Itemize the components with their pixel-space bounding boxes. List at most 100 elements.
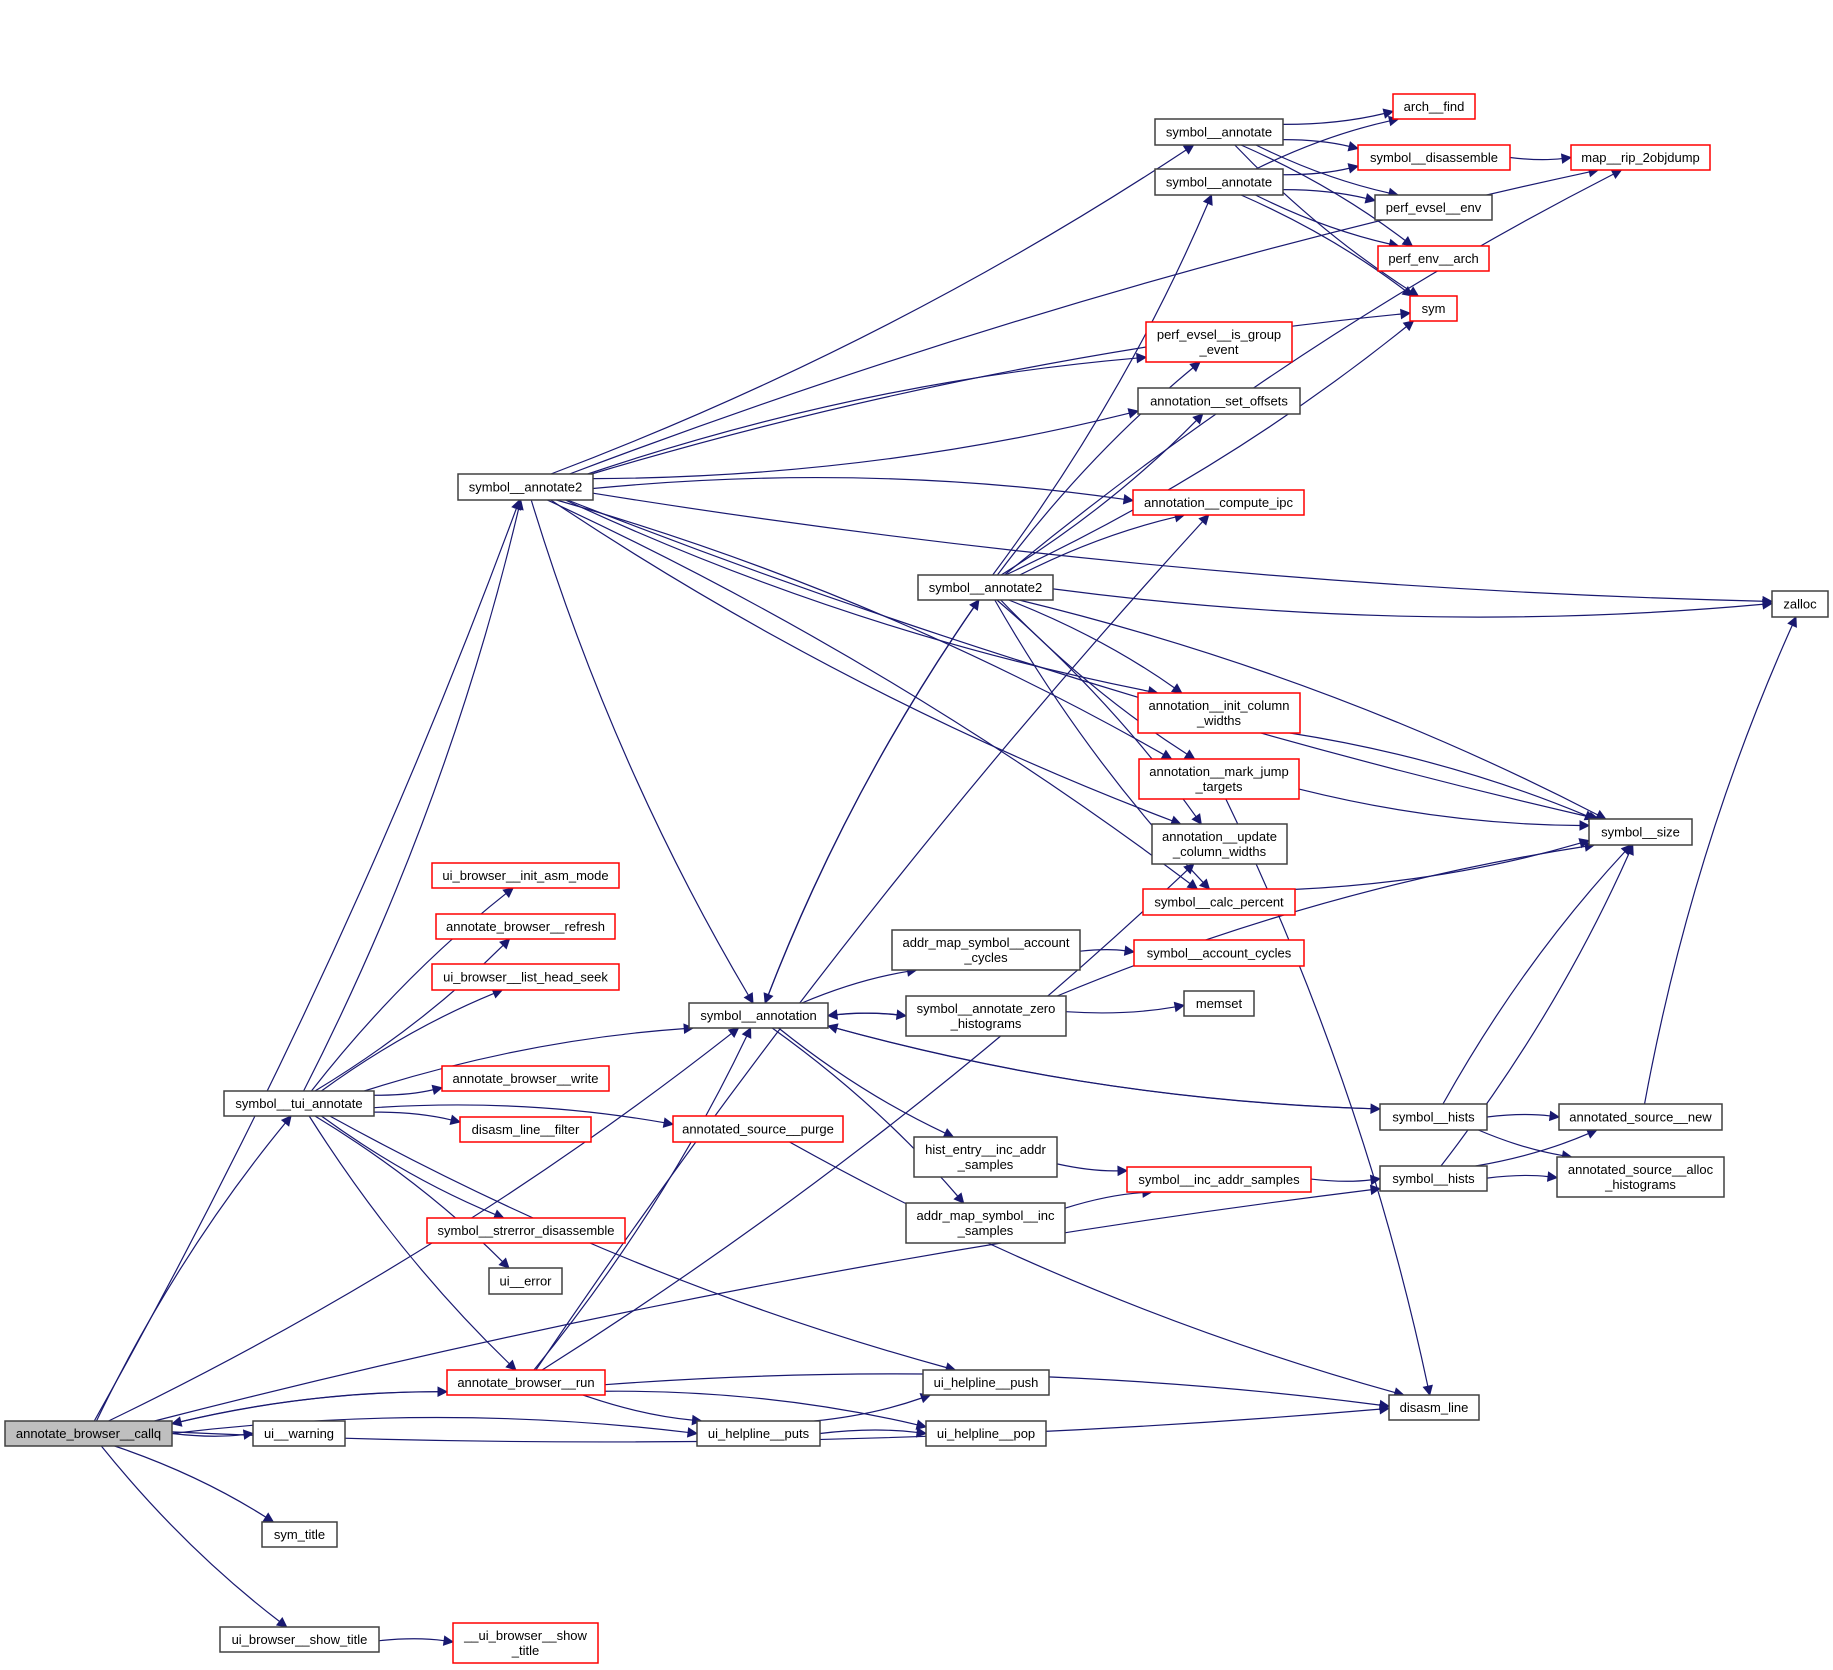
node-br-run[interactable]: annotate_browser__run	[446, 1369, 606, 1396]
node-label: ui__warning	[264, 1426, 334, 1441]
node-init-col[interactable]: annotation__init_column_widths	[1137, 692, 1301, 734]
node-compute-ipc[interactable]: annotation__compute_ipc	[1132, 489, 1305, 516]
edge-line	[550, 149, 1187, 475]
node-is-group[interactable]: perf_evsel__is_group_event	[1145, 321, 1293, 363]
node-label: zalloc	[1783, 597, 1817, 612]
edge-line	[171, 1416, 689, 1435]
node-ams-account[interactable]: addr_map_symbol__account_cycles	[891, 929, 1081, 971]
arrowhead-icon	[170, 1416, 183, 1427]
node-evsel-env[interactable]: perf_evsel__env	[1374, 194, 1493, 221]
arrowhead-icon	[763, 992, 774, 1005]
node-sym-size[interactable]: symbol__size	[1588, 818, 1693, 846]
arrowhead-icon	[280, 1115, 292, 1127]
node-annotate2-r[interactable]: symbol__annotate2	[917, 574, 1054, 601]
node-src-purge[interactable]: annotated_source__purge	[672, 1115, 844, 1143]
node-box	[261, 1521, 338, 1548]
node-helpline-pop[interactable]: ui_helpline__pop	[925, 1420, 1047, 1447]
node-label: sym	[1422, 301, 1446, 316]
node-init-asm-mode[interactable]: ui_browser__init_asm_mode	[431, 862, 620, 889]
node-disasm-line[interactable]: disasm_line	[1388, 1394, 1480, 1421]
edge-mark_jump-to-sym_size	[1298, 788, 1591, 831]
node-src-alloc[interactable]: annotated_source__alloc_histograms	[1556, 1156, 1725, 1198]
node-box	[1138, 758, 1300, 800]
edge-line	[1052, 588, 1764, 618]
node-rip-2objdump[interactable]: map__rip_2objdump	[1570, 144, 1711, 171]
arrowhead-icon	[1610, 169, 1623, 180]
node-br-write[interactable]: annotate_browser__write	[441, 1065, 610, 1092]
edge-hists_a-to-sym_size	[1442, 844, 1632, 1105]
node-tui-annotate[interactable]: symbol__tui_annotate	[223, 1090, 375, 1117]
arrowhead-icon	[1160, 749, 1173, 760]
node-annotate-b[interactable]: symbol__annotate	[1154, 168, 1284, 196]
node-label: disasm_line__filter	[472, 1122, 580, 1137]
node-label: symbol__inc_addr_samples	[1138, 1172, 1300, 1187]
node-dl-filter[interactable]: disasm_line__filter	[459, 1116, 592, 1143]
node-zero-hist[interactable]: symbol__annotate_zero_histograms	[905, 995, 1067, 1037]
arrowhead-icon	[442, 1635, 455, 1646]
node-annotate2-l[interactable]: symbol__annotate2	[457, 473, 594, 501]
node-env-arch[interactable]: perf_env__arch	[1377, 245, 1490, 272]
node-br-refresh[interactable]: annotate_browser__refresh	[435, 913, 616, 940]
node-label: addr_map_symbol__inc	[916, 1208, 1055, 1223]
arrowhead-icon	[1173, 1001, 1186, 1013]
edge-line	[1019, 516, 1176, 576]
edge-annotate2_l-to-set_offsets	[592, 408, 1140, 480]
node-list-head-seek[interactable]: ui_browser__list_head_seek	[431, 963, 620, 991]
node-annotate-a[interactable]: symbol__annotate	[1154, 118, 1284, 146]
arrowhead-icon	[1192, 413, 1204, 425]
node-mark-jump[interactable]: annotation__mark_jump_targets	[1138, 758, 1300, 800]
node-callq[interactable]: annotate_browser__callq	[4, 1420, 173, 1447]
arrowhead-icon	[1189, 361, 1201, 373]
edge-line	[373, 1104, 665, 1124]
edge-line	[1310, 1178, 1372, 1182]
node-disassemble[interactable]: symbol__disassemble	[1357, 144, 1511, 171]
edge-line	[533, 1035, 748, 1371]
node-show-title[interactable]: ui_browser__show_title	[219, 1626, 380, 1653]
edge-line	[814, 1397, 922, 1422]
node-box	[1392, 93, 1476, 120]
edge-br_run-to-helpline_puts	[582, 1394, 703, 1426]
node-box	[1183, 990, 1255, 1017]
node-calc-percent[interactable]: symbol__calc_percent	[1142, 888, 1296, 916]
node-label: annotation__set_offsets	[1150, 394, 1288, 409]
node-ui-warning[interactable]: ui__warning	[252, 1420, 346, 1447]
edge-callq-to-hists_b	[154, 1184, 1382, 1422]
node-helpline-puts[interactable]: ui_helpline__puts	[696, 1420, 821, 1447]
arrowhead-icon	[743, 992, 754, 1004]
edge-line	[1225, 798, 1429, 1387]
node---show-title[interactable]: __ui_browser__show_title	[452, 1622, 599, 1664]
arrowhead-icon	[727, 1027, 740, 1039]
edge-line	[767, 599, 980, 995]
node-hists-b[interactable]: symbol__hists	[1379, 1165, 1488, 1192]
node-zalloc[interactable]: zalloc	[1771, 590, 1829, 618]
node-ui-error[interactable]: ui__error	[488, 1267, 563, 1295]
node-box	[223, 1090, 375, 1117]
node-memset[interactable]: memset	[1183, 990, 1255, 1017]
node-ams-inc[interactable]: addr_map_symbol__inc_samples	[905, 1202, 1066, 1244]
node-hists-a[interactable]: symbol__hists	[1379, 1103, 1488, 1131]
node-sym-title[interactable]: sym_title	[261, 1521, 338, 1548]
arrowhead-icon	[1400, 308, 1412, 320]
edge-line	[373, 1089, 434, 1096]
node-sym[interactable]: sym	[1409, 295, 1458, 322]
node-label: symbol__hists	[1392, 1110, 1475, 1125]
edge-line	[303, 508, 520, 1092]
node-arch-find[interactable]: arch__find	[1392, 93, 1476, 120]
edge-annotate_b-to-sym	[1240, 194, 1414, 297]
node-set-offsets[interactable]: annotation__set_offsets	[1137, 387, 1301, 415]
node-helpline-push[interactable]: ui_helpline__push	[922, 1369, 1050, 1396]
node-inc-addr[interactable]: symbol__inc_addr_samples	[1126, 1166, 1312, 1193]
node-box	[917, 574, 1054, 601]
node-he-inc[interactable]: hist_entry__inc_addr_samples	[913, 1136, 1058, 1178]
edge-line	[1000, 419, 1197, 576]
edge-line	[1282, 167, 1350, 176]
node-annotation[interactable]: symbol__annotation	[688, 1002, 829, 1029]
node-src-new[interactable]: annotated_source__new	[1558, 1103, 1723, 1131]
node-label: perf_evsel__env	[1386, 200, 1482, 215]
node-account-cycles[interactable]: symbol__account_cycles	[1133, 939, 1305, 967]
node-update-col[interactable]: annotation__update_column_widths	[1151, 823, 1288, 865]
node-strerror[interactable]: symbol__strerror_disassemble	[426, 1217, 626, 1244]
edge-annotate2_r-to-sym	[1005, 320, 1415, 576]
node-box	[1379, 1103, 1488, 1131]
edge-tui_annotate-to-helpline_push	[329, 1115, 957, 1373]
